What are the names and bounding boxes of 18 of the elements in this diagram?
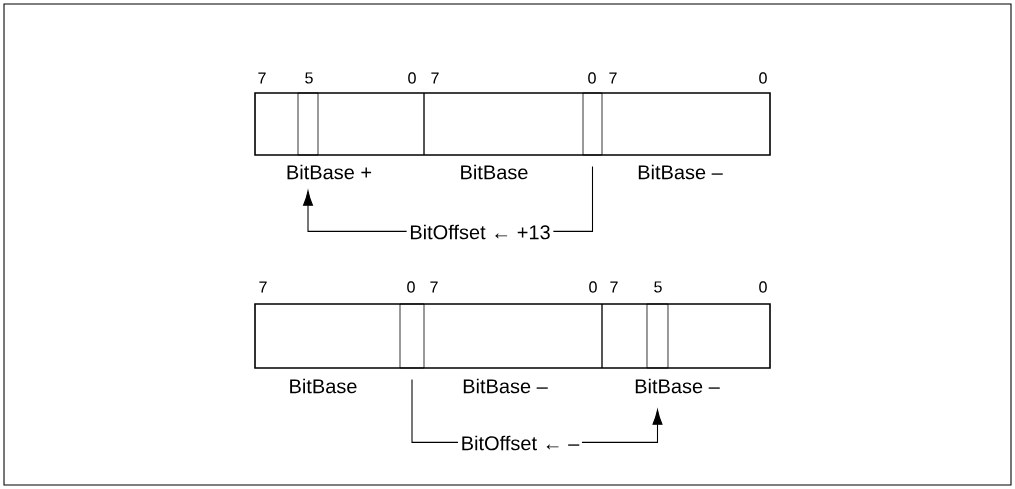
bit-number: 7 bbox=[609, 72, 617, 84]
register-label: BitBase – bbox=[463, 378, 548, 394]
bit-number: 0 bbox=[759, 72, 767, 84]
bit-cell bbox=[582, 92, 603, 156]
bit-cell bbox=[646, 303, 669, 369]
bit-number: 7 bbox=[610, 281, 618, 293]
bit-number: 7 bbox=[259, 281, 267, 293]
edge-label: BitOffset ← +13 bbox=[406, 222, 554, 242]
bit-cell bbox=[297, 92, 319, 156]
register-label: BitBase – bbox=[638, 164, 723, 180]
edge-label: BitOffset ← – bbox=[458, 433, 582, 453]
bit-number: 0 bbox=[589, 281, 597, 293]
bit-number: 7 bbox=[258, 72, 266, 84]
bit-number: 0 bbox=[759, 281, 767, 293]
bit-number: 7 bbox=[430, 281, 438, 293]
bit-cell bbox=[399, 303, 425, 369]
bit-number: 0 bbox=[408, 72, 416, 84]
bit-number: 7 bbox=[431, 72, 439, 84]
